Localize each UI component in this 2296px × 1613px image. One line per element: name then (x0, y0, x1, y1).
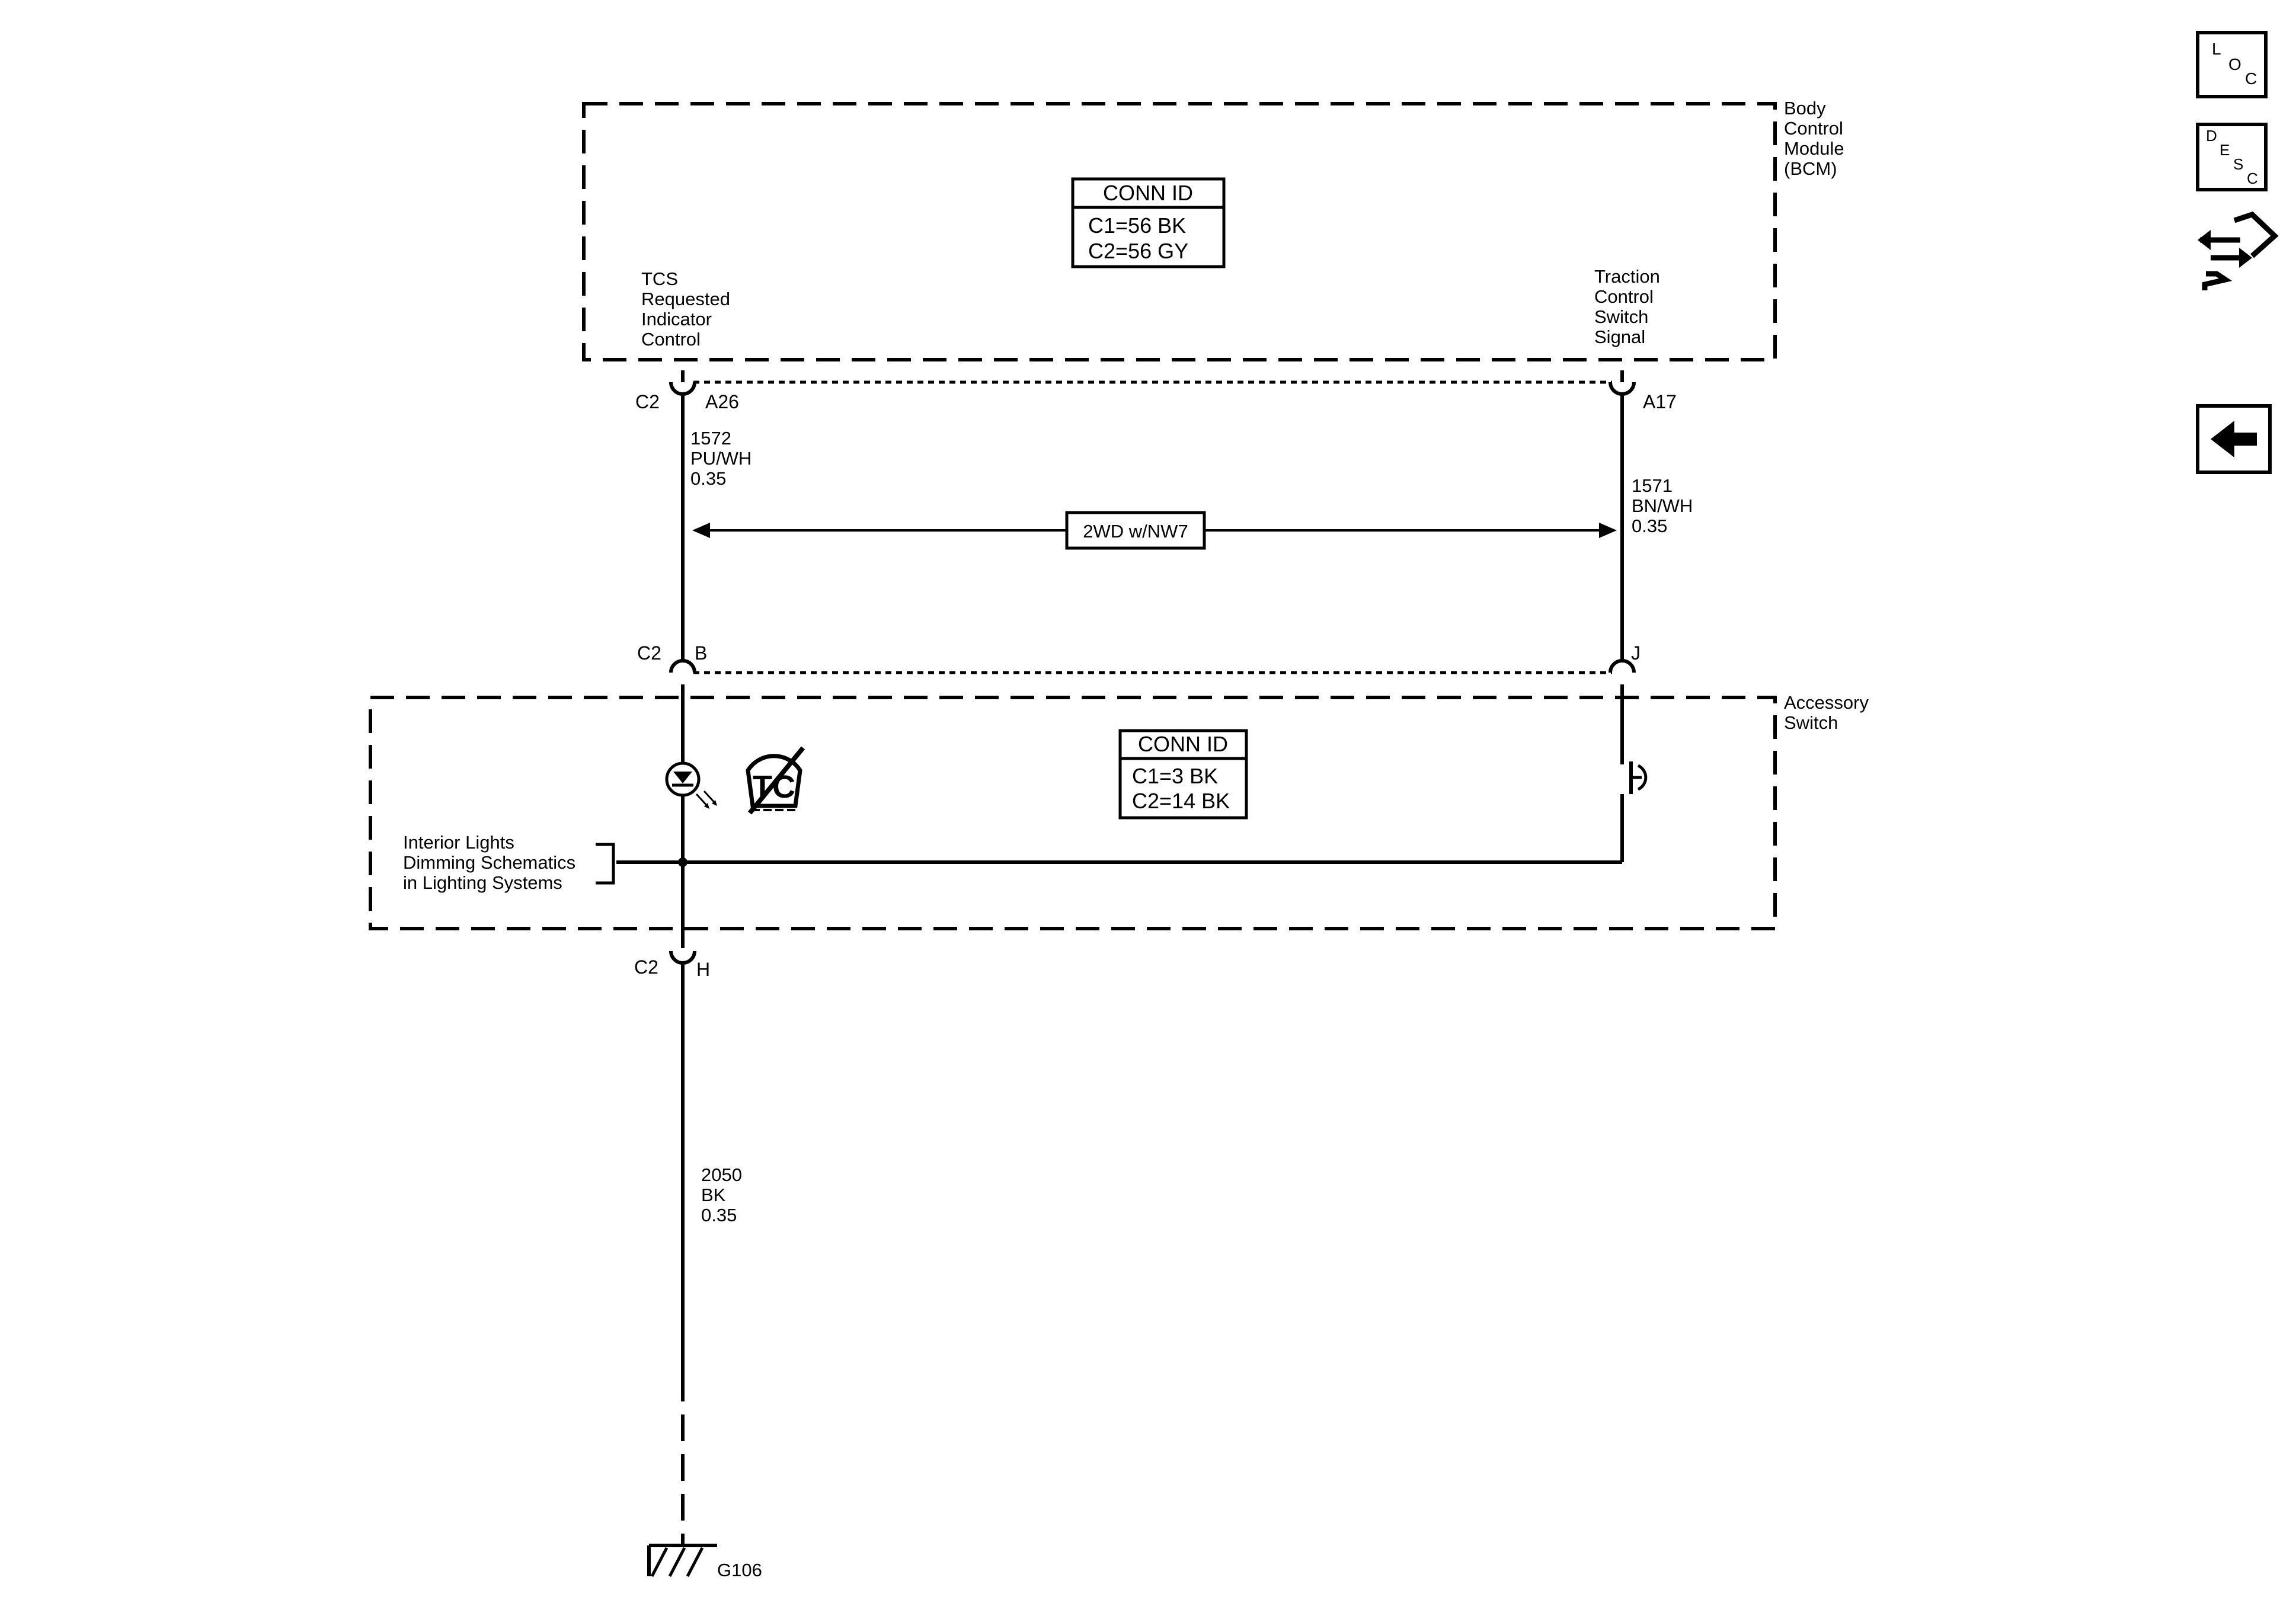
pin-label: J (1631, 642, 1641, 664)
conn-id-line: C2=14 BK (1132, 789, 1230, 813)
connector-pin-a17 (1609, 370, 1636, 396)
svg-text:O: O (2228, 55, 2241, 73)
svg-text:C: C (2247, 169, 2258, 187)
conn-id-title: CONN ID (1138, 732, 1228, 756)
traction-switch-signal-label: Traction Control Switch Signal (1594, 266, 1665, 347)
conn-id-line: C2=56 GY (1088, 239, 1188, 263)
bcm-module-outline (582, 102, 1777, 361)
connector-pin-j (1609, 658, 1636, 673)
pin-label: H (696, 959, 710, 980)
svg-text:L: L (2212, 40, 2221, 58)
connector-arrows-icon[interactable] (2198, 211, 2279, 290)
momentary-switch-icon (1620, 756, 1648, 794)
pin-label: B (695, 642, 707, 664)
wire-1572-label: 1572 PU/WH 0.35 (690, 428, 757, 489)
desc-button[interactable]: D E S C (2196, 123, 2268, 191)
ground-label: G106 (717, 1560, 762, 1580)
back-arrow-icon[interactable] (2196, 404, 2272, 474)
conn-id-line: C1=3 BK (1132, 764, 1218, 788)
tcs-indicator-label: TCS Requested Indicator Control (641, 268, 736, 350)
option-label: 2WD w/NW7 (1083, 521, 1188, 542)
wire-1571-label: 1571 BN/WH 0.35 (1632, 475, 1698, 536)
dimming-reference-label: Interior Lights Dimming Schematics in Li… (403, 832, 581, 893)
connector-label: C2 (634, 956, 658, 978)
connector-pin-h (669, 950, 696, 965)
svg-text:C: C (2245, 69, 2257, 88)
connector-label: C2 (637, 642, 661, 664)
conn-id-title: CONN ID (1103, 181, 1193, 205)
wire-2050-label: 2050 BK 0.35 (701, 1164, 747, 1225)
traction-control-off-icon: TC (746, 746, 805, 815)
pin-label: A17 (1643, 391, 1677, 412)
reference-bracket (596, 843, 615, 885)
option-label-box (1065, 511, 1206, 550)
accessory-conn-id-box: CONN ID C1=3 BK C2=14 BK (1118, 729, 1248, 820)
connector-label: C2 (635, 391, 660, 412)
conn-id-line: C1=56 BK (1088, 213, 1186, 238)
connector-pin-b (669, 658, 696, 673)
indicator-led-icon (665, 761, 717, 809)
pin-label: A26 (705, 391, 739, 412)
bcm-title: Body Control Module (BCM) (1784, 98, 1849, 179)
bcm-conn-id-box: CONN ID C1=56 BK C2=56 GY (1071, 177, 1226, 268)
connector-pin-a26 (669, 370, 696, 396)
ground-icon (647, 1544, 717, 1577)
loc-button[interactable]: L O C (2196, 31, 2268, 98)
svg-text:S: S (2233, 155, 2243, 173)
accessory-switch-outline (369, 696, 1777, 930)
accessory-switch-title: Accessory Switch (1784, 692, 1874, 733)
svg-text:D: D (2206, 127, 2217, 145)
svg-text:E: E (2220, 141, 2230, 159)
